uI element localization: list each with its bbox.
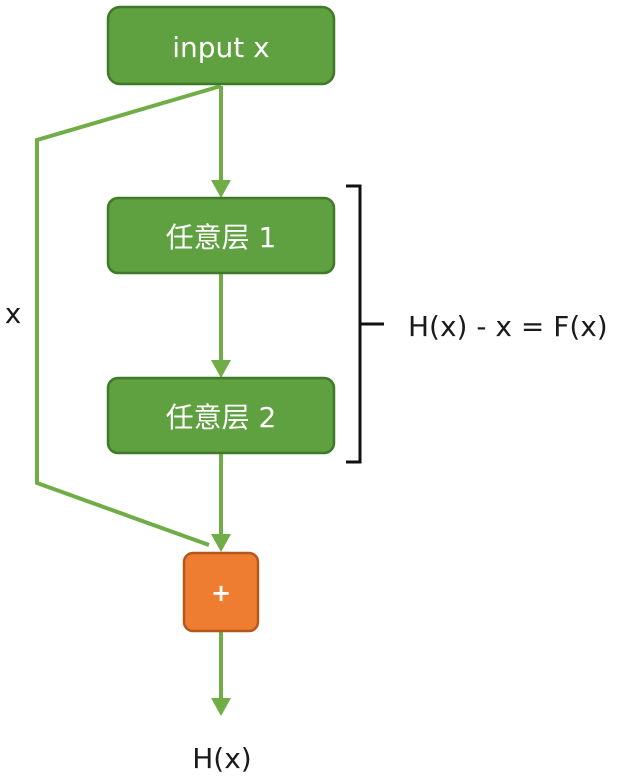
skip-connection-line [35,84,222,547]
arrowhead-output [211,698,231,716]
layer-1-node: 任意层 1 [106,196,336,275]
residual-function-label: H(x) - x = F(x) [408,310,608,343]
output-label: H(x) [192,742,251,775]
layer-2-node: 任意层 2 [106,376,336,455]
add-node: + [182,551,260,633]
arrowhead-layer1 [211,180,231,198]
edges [35,84,231,716]
arrowhead-layer2 [211,360,231,378]
input-node: input x [106,5,336,86]
input-node-label: input x [172,31,270,64]
layer-2-label: 任意层 2 [166,401,277,434]
layer-1-label: 任意层 1 [166,221,277,254]
arrowhead-add [211,534,231,552]
skip-connection-label: x [5,297,22,330]
add-node-label: + [211,579,231,607]
residual-bracket [346,184,384,464]
